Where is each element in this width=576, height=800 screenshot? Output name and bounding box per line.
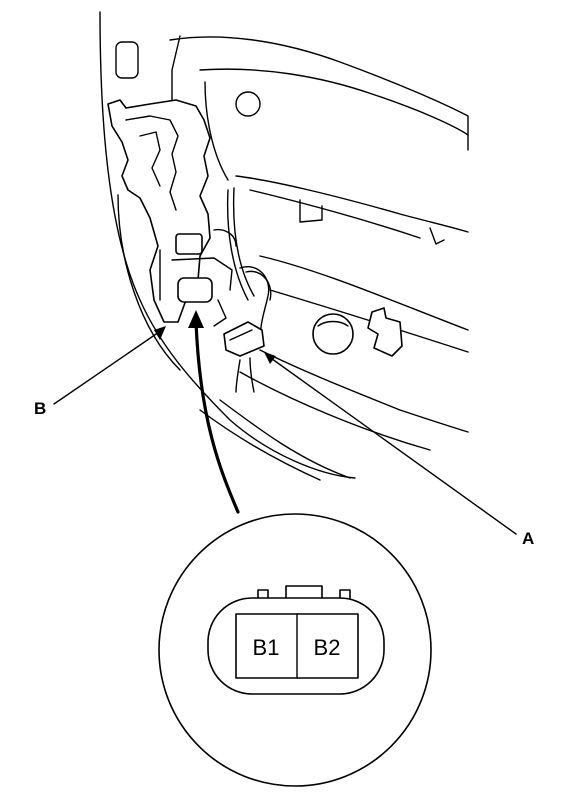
leader-arrow-b xyxy=(154,326,166,340)
latch-mechanism xyxy=(107,99,237,327)
callout-label-a: A xyxy=(522,529,534,548)
leader-line-b xyxy=(53,329,163,405)
leader-line-a xyxy=(267,355,517,535)
harness-connector xyxy=(223,187,272,393)
door-panel-outline xyxy=(99,11,469,481)
terminal-b2: B2 xyxy=(314,635,341,660)
terminal-b1: B1 xyxy=(253,635,280,660)
connector-detail-view: B1 B2 xyxy=(158,513,432,787)
leader-arrow-a xyxy=(264,352,276,364)
detail-pointer-arrowhead xyxy=(188,310,204,328)
detail-pointer-arrow xyxy=(194,320,240,514)
callout-label-b: B xyxy=(34,399,46,418)
